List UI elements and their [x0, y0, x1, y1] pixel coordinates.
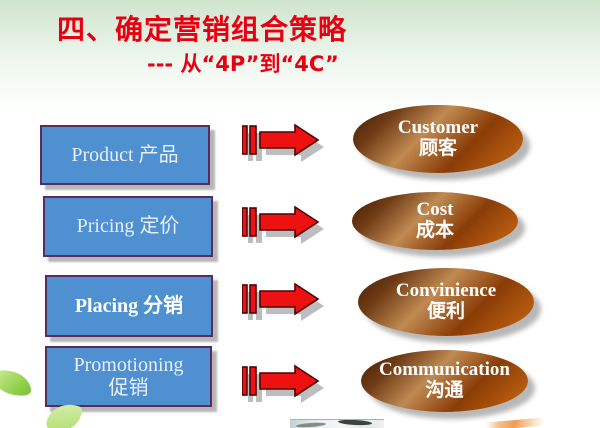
oval-customer-zh: 顾客: [418, 138, 457, 159]
box-promotioning-label-en: Promotioning: [73, 353, 184, 376]
box-placing: Placing 分销: [45, 275, 213, 337]
box-pricing-label: Pricing 定价: [76, 215, 180, 237]
photo-detail: [295, 421, 327, 428]
box-product: Product 产品: [40, 125, 210, 185]
photo-thumbnail-edge: [290, 419, 384, 428]
oval-communication-zh: 沟通: [425, 380, 464, 401]
arrow-right-icon: [242, 206, 324, 244]
oval-convinience: Convinience 便利: [358, 268, 534, 336]
oval-convinience-zh: 便利: [426, 301, 465, 322]
arrow-right-icon: [242, 124, 324, 162]
oval-communication-en: Communication: [379, 359, 510, 381]
oval-convinience-en: Convinience: [395, 280, 497, 302]
oval-cost-zh: 成本: [415, 220, 454, 241]
oval-communication: Communication 沟通: [361, 350, 528, 412]
box-promotioning-label-zh: 促销: [108, 376, 149, 399]
green-leaf-icon: [0, 366, 32, 400]
oval-cost-en: Cost: [416, 199, 454, 221]
slide-subtitle: --- 从“4P”到“4C”: [147, 52, 339, 76]
oval-customer-en: Customer: [397, 117, 479, 139]
slide-title: 四、确定营销组合策略: [57, 13, 348, 46]
box-promotioning: Promotioning 促销: [45, 346, 212, 407]
arrow-right-icon: [242, 365, 324, 403]
box-product-label: Product 产品: [71, 143, 179, 166]
box-placing-label: Placing 分销: [74, 294, 184, 317]
orange-leaf-icon: [482, 417, 548, 428]
box-pricing: Pricing 定价: [43, 196, 213, 257]
photo-detail: [337, 420, 373, 426]
oval-cost: Cost 成本: [352, 192, 518, 250]
arrow-right-icon: [242, 283, 324, 321]
oval-customer: Customer 顾客: [353, 105, 523, 173]
